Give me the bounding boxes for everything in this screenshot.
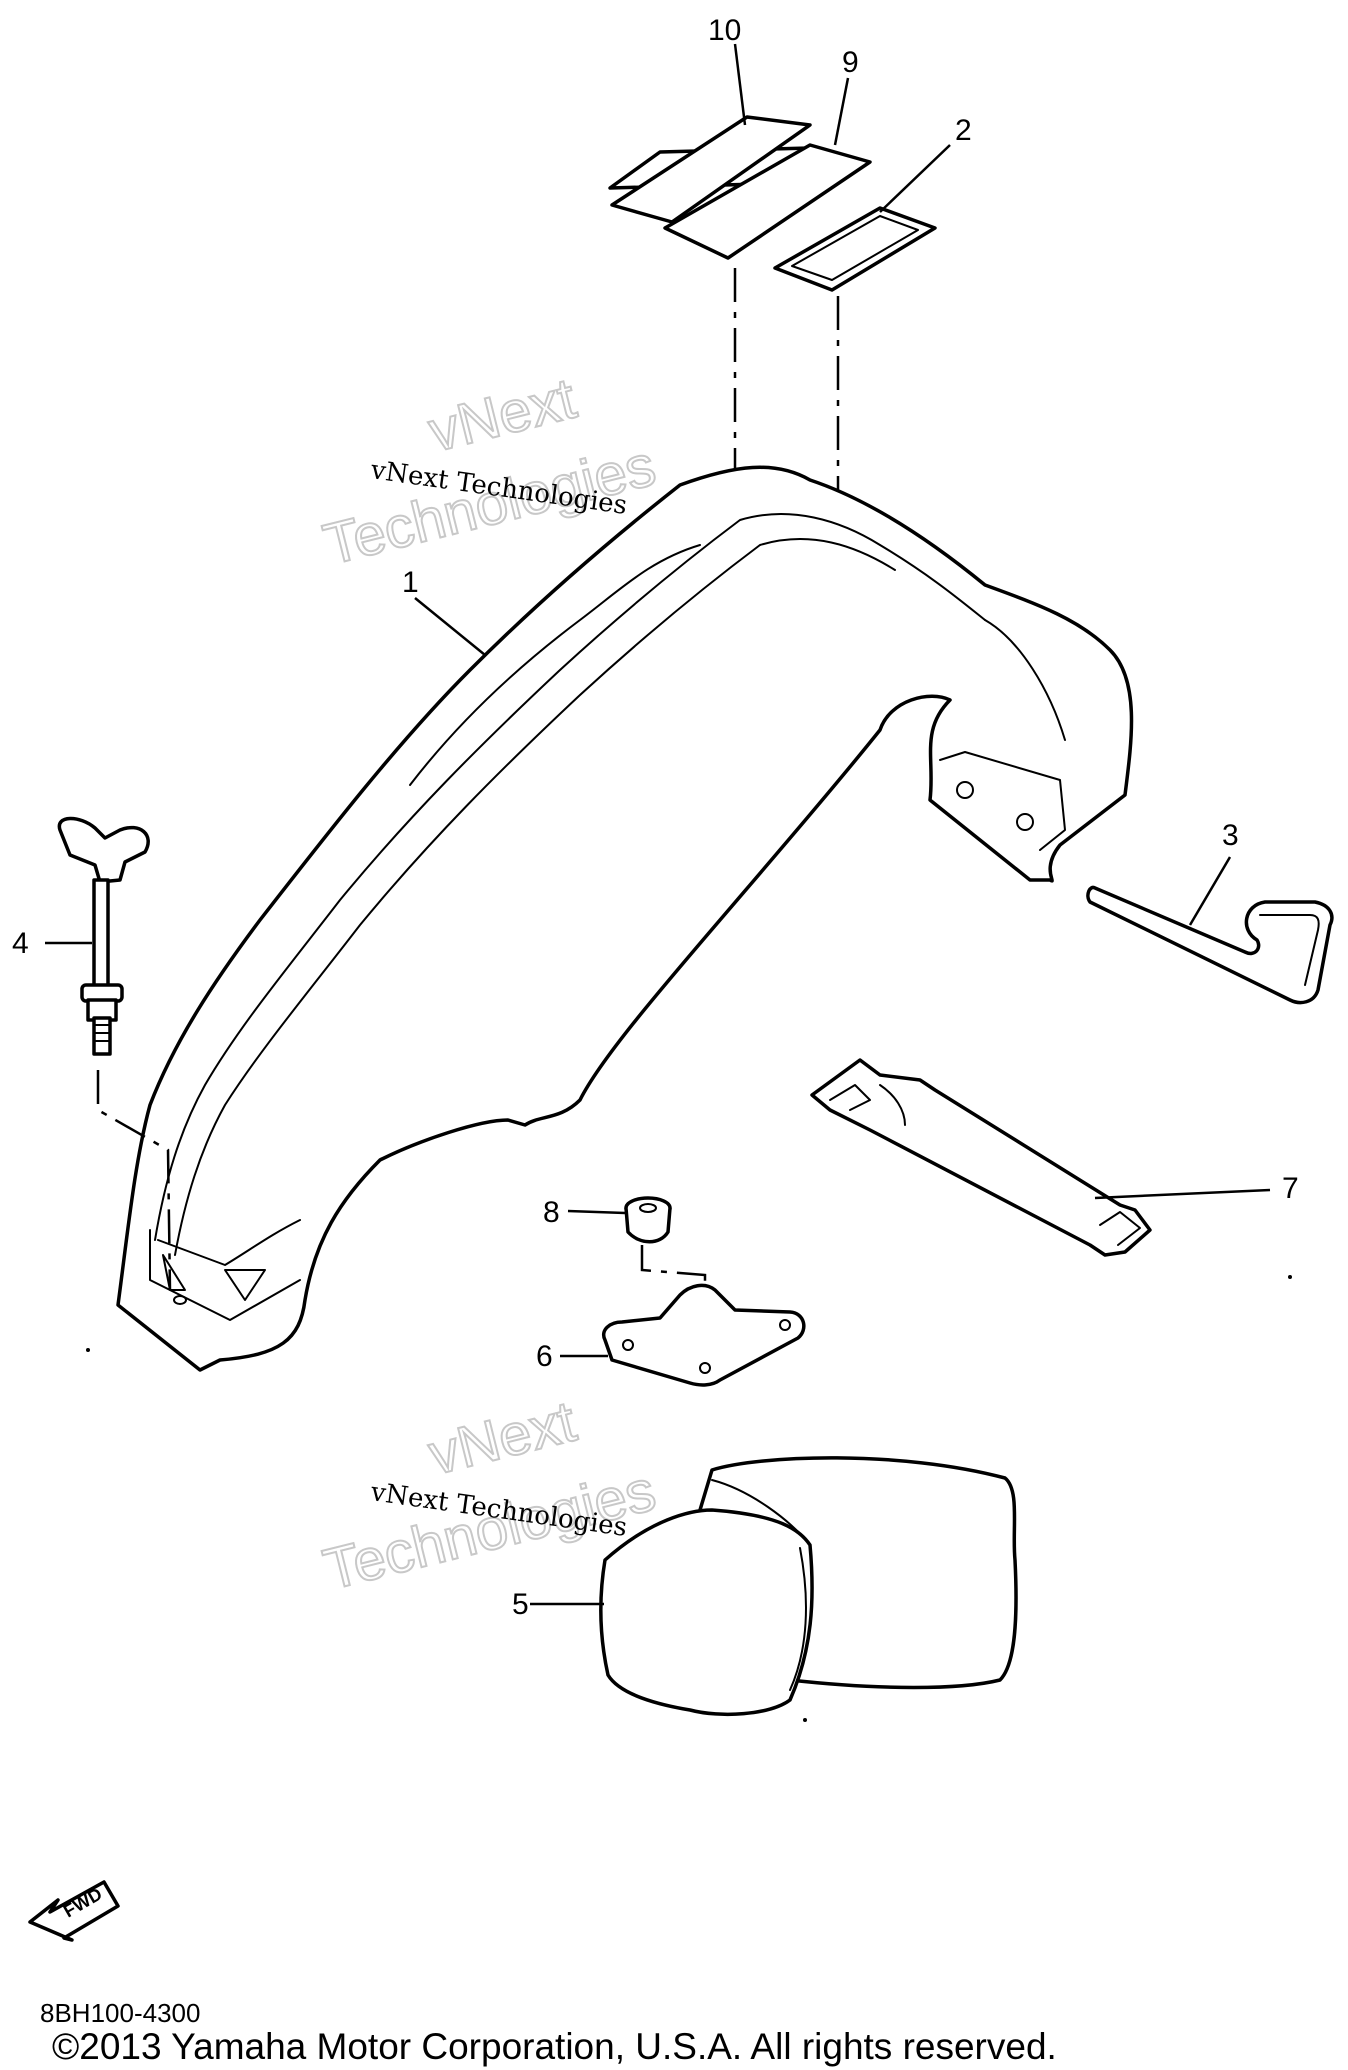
watermark-big-line1: vNext (422, 366, 582, 465)
callout-6: 6 (536, 1340, 553, 1373)
fwd-arrow-icon: FWD (28, 1880, 120, 1942)
callout-1: 1 (402, 566, 419, 599)
callout-8: 8 (543, 1196, 560, 1229)
decal-9 (663, 143, 872, 260)
decal-2 (773, 206, 937, 292)
diagram-code: 8BH100-4300 (40, 1998, 201, 2028)
watermark-big-line1: vNext (422, 1389, 582, 1488)
callout-leaders (45, 43, 1271, 1606)
dot (803, 1718, 807, 1722)
callout-9: 9 (842, 46, 859, 79)
nut (624, 1196, 672, 1244)
callout-4: 4 (12, 927, 29, 960)
callout-10: 10 (708, 14, 741, 47)
dot (1288, 1275, 1292, 1279)
storage-box (599, 1456, 1018, 1717)
fender (116, 465, 1134, 1372)
wing-bolt (57, 816, 150, 1056)
callout-5: 5 (512, 1588, 529, 1621)
strap (810, 1058, 1152, 1257)
callout-7: 7 (1282, 1172, 1299, 1205)
callout-3: 3 (1222, 819, 1239, 852)
dot (86, 1348, 90, 1352)
rod (1086, 885, 1334, 1005)
assembly-line-nut (640, 1245, 707, 1330)
copyright-notice: ©2013 Yamaha Motor Corporation, U.S.A. A… (52, 2026, 1057, 2067)
bracket-plate (602, 1283, 806, 1387)
assembly-line-bolt (96, 1070, 172, 1291)
callout-2: 2 (955, 114, 972, 147)
